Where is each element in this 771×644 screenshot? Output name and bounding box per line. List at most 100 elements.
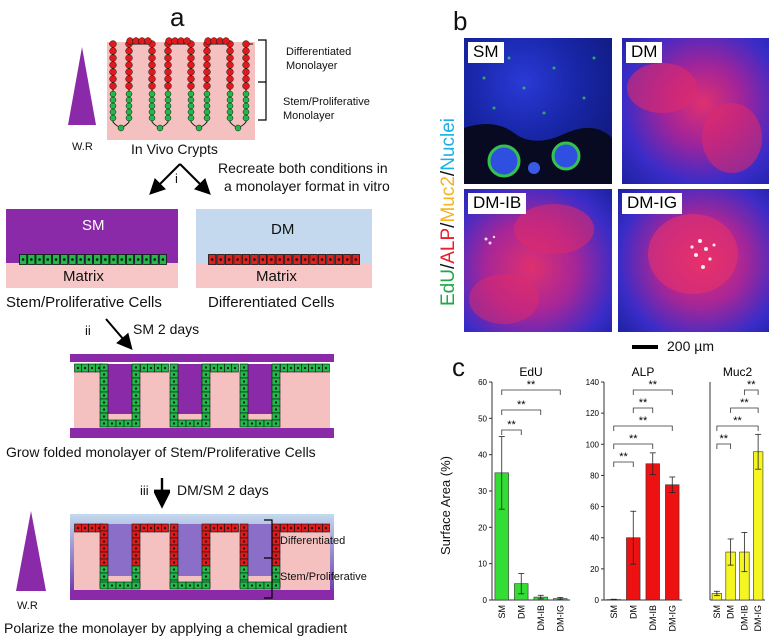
significance-bracket bbox=[613, 443, 654, 449]
significance-label: ** bbox=[517, 399, 526, 411]
significance-label: ** bbox=[733, 415, 742, 427]
muc2-stain-label: Muc2 bbox=[438, 176, 459, 223]
matrix-label-right: Matrix bbox=[256, 268, 297, 285]
significance-label: ** bbox=[719, 433, 728, 445]
significance-label: ** bbox=[639, 397, 648, 409]
split-arrows bbox=[149, 163, 211, 195]
matrix-label-left: Matrix bbox=[63, 268, 104, 285]
micrograph-label-dm-ib: DM-IB bbox=[468, 193, 527, 214]
micrograph-label-dm: DM bbox=[626, 42, 663, 63]
x-tick-label: SM bbox=[497, 605, 507, 619]
y-tick-label: 80 bbox=[590, 471, 599, 480]
bar-dm-ib bbox=[645, 463, 660, 601]
y-tick-label: 20 bbox=[590, 565, 599, 574]
step-iii-arrow bbox=[154, 478, 170, 509]
wr-gradient-triangle-top bbox=[68, 47, 96, 125]
x-tick-label: SM bbox=[609, 605, 619, 619]
y-tick-label: 140 bbox=[586, 378, 600, 387]
significance-bracket bbox=[743, 389, 759, 395]
x-tick-label: DM-IB bbox=[536, 605, 546, 631]
significance-label: ** bbox=[619, 451, 628, 463]
edu-stain-label: EdU bbox=[438, 269, 459, 306]
micrograph-dm: DM bbox=[622, 38, 769, 184]
step-i-label: i bbox=[175, 171, 178, 186]
step-ii-arrow bbox=[105, 318, 133, 351]
folded-monolayer-diagram bbox=[70, 354, 334, 438]
significance-bracket bbox=[730, 407, 759, 413]
micrograph-dm-ig: DM-IG bbox=[618, 189, 769, 332]
y-tick-label: 0 bbox=[595, 596, 600, 605]
dm-sm-2-days-label: DM/SM 2 days bbox=[177, 482, 269, 498]
y-tick-label: 30 bbox=[478, 487, 487, 496]
micrograph-dm-ib: DM-IB bbox=[464, 189, 612, 332]
micrograph-label-dm-ig: DM-IG bbox=[622, 193, 683, 214]
grow-folded-monolayer-label: Grow folded monolayer of Stem/Proliferat… bbox=[6, 444, 316, 460]
y-tick-label: 60 bbox=[590, 503, 599, 512]
y-tick-label: 10 bbox=[478, 560, 487, 569]
dm-condition-box: DM Matrix bbox=[196, 209, 372, 288]
significance-bracket bbox=[613, 425, 673, 431]
recreate-text-line1: Recreate both conditions in bbox=[218, 160, 388, 176]
y-tick-label: 100 bbox=[586, 440, 600, 449]
micrograph-label-sm: SM bbox=[468, 42, 504, 63]
y-tick-label: 0 bbox=[483, 596, 488, 605]
significance-label: ** bbox=[648, 379, 657, 391]
in-vivo-crypts-label: In Vivo Crypts bbox=[131, 141, 218, 157]
recreate-text-line2: a monolayer format in vitro bbox=[224, 178, 390, 194]
wr-label-top: W.R bbox=[72, 141, 93, 153]
wr-gradient-triangle-bottom bbox=[16, 511, 46, 591]
stain-legend: EdU/ALP/Muc2/Nuclei bbox=[438, 117, 459, 306]
y-tick-label: 50 bbox=[478, 414, 487, 423]
significance-bracket bbox=[501, 389, 561, 395]
y-tick-label: 120 bbox=[586, 409, 600, 418]
sm-condition-box: SM Matrix bbox=[6, 209, 178, 288]
polarized-label-differentiated: Differentiated bbox=[280, 535, 346, 547]
x-tick-label: DM-IG bbox=[555, 605, 565, 632]
bar-dm-ig bbox=[753, 451, 764, 601]
polarized-brackets bbox=[264, 519, 273, 599]
polarized-monolayer-diagram bbox=[70, 514, 334, 600]
significance-bracket bbox=[716, 443, 732, 449]
panel-c-letter: c bbox=[452, 352, 465, 382]
significance-label: ** bbox=[740, 397, 749, 409]
x-tick-label: DM bbox=[516, 605, 526, 619]
significance-bracket bbox=[613, 461, 634, 467]
x-tick-label: DM bbox=[628, 605, 638, 619]
micrograph-sm: SM bbox=[464, 38, 612, 184]
crypt-label-differentiated: Differentiated Monolayer bbox=[286, 46, 352, 72]
chart-title: Muc2 bbox=[723, 365, 753, 379]
polarize-monolayer-label: Polarize the monolayer by applying a che… bbox=[4, 620, 348, 636]
alp-stain-label: ALP bbox=[438, 227, 459, 264]
y-tick-label: 20 bbox=[478, 523, 487, 532]
panel-a-letter: a bbox=[170, 2, 185, 32]
chart-title: EdU bbox=[519, 365, 542, 379]
sm-2-days-label: SM 2 days bbox=[133, 321, 200, 337]
chart-title: ALP bbox=[632, 365, 655, 379]
scale-bar-label: 200 µm bbox=[667, 338, 714, 354]
wr-label-bottom: W.R bbox=[17, 600, 38, 612]
significance-label: ** bbox=[639, 415, 648, 427]
significance-label: ** bbox=[527, 379, 536, 391]
differentiated-cells-label: Differentiated Cells bbox=[208, 294, 335, 311]
sm-label: SM bbox=[82, 217, 105, 234]
crypt-label-stem: Stem/Proliferative Monolayer bbox=[283, 96, 370, 122]
step-iii-label: iii bbox=[140, 483, 149, 498]
panel-b-letter: b bbox=[453, 6, 468, 36]
significance-bracket bbox=[632, 407, 654, 413]
y-tick-label: 40 bbox=[478, 451, 487, 460]
crypt-brackets bbox=[258, 39, 267, 121]
significance-label: ** bbox=[507, 419, 516, 431]
dm-label: DM bbox=[271, 221, 295, 238]
scale-bar bbox=[632, 345, 658, 349]
x-tick-label: DM bbox=[726, 605, 736, 619]
stem-proliferative-cells-label: Stem/Proliferative Cells bbox=[6, 294, 162, 311]
significance-bracket bbox=[501, 429, 522, 435]
x-tick-label: SM bbox=[712, 605, 722, 619]
significance-label: ** bbox=[747, 379, 756, 391]
nuclei-stain-label: Nuclei bbox=[438, 117, 459, 171]
significance-bracket bbox=[716, 425, 759, 431]
polarized-label-stem: Stem/Proliferative bbox=[280, 571, 367, 583]
step-ii-label: ii bbox=[85, 323, 91, 338]
